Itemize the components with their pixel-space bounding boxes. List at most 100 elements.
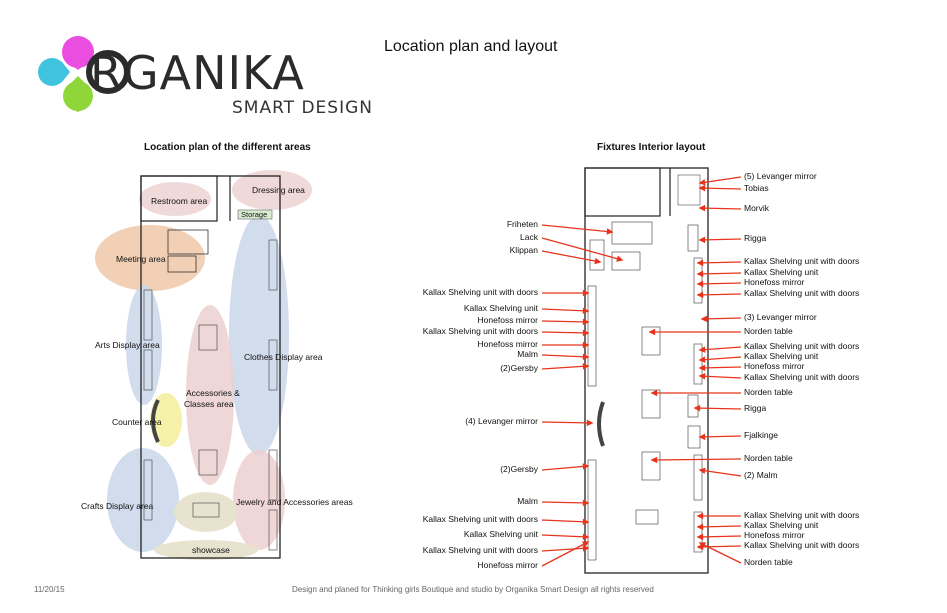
annotation-arrow [699, 207, 742, 210]
footer-date: 11/20/15 [34, 585, 65, 594]
arrow-head [698, 433, 706, 441]
annotation-arrow [541, 365, 589, 370]
slide-title: Location plan and layout [384, 38, 558, 55]
left-floor-plan [95, 170, 312, 560]
fixture-label: Honefoss mirror [477, 339, 538, 349]
arrow-head [594, 257, 602, 265]
area-label-showcase: showcase [192, 545, 230, 555]
annotation-arrow [699, 542, 742, 564]
fixture-label: Friheten [506, 219, 538, 229]
arrow-head [698, 364, 706, 372]
fixture-label: Norden table [744, 453, 793, 463]
zone-counter [150, 393, 182, 447]
annotation-arrow [541, 465, 589, 471]
fixture-label: Kallax Shelving unit [463, 303, 538, 313]
annotation-arrow [541, 250, 601, 263]
zone-meeting [95, 225, 205, 291]
arrow-head [582, 329, 590, 337]
arrow-head [582, 318, 590, 326]
arrow-head [582, 499, 590, 507]
zone-jewelry [233, 450, 285, 550]
fixture-label: Kallax Shelving unit with doors [422, 514, 538, 524]
fixture-label: Malm [517, 349, 538, 359]
fixture-label: Kallax Shelving unit with doors [744, 540, 860, 550]
area-label-accessories-2: Classes area [184, 399, 234, 409]
fixture-label: Kallax Shelving unit with doors [744, 288, 860, 298]
area-label-jewelry: Jewelry and Accessories areas [236, 497, 353, 507]
arrow-head [582, 545, 590, 552]
annotation-arrow [697, 293, 742, 296]
fixture-label: Honefoss mirror [744, 361, 805, 371]
fixture-label: Kallax Shelving unit with doors [744, 510, 860, 520]
fixture-label: Honefoss mirror [477, 315, 538, 325]
left-plan-title: Location plan of the different areas [144, 142, 311, 153]
arrow-head [696, 533, 704, 541]
area-label-meeting: Meeting area [116, 254, 166, 264]
logo-tagline: SMART DESIGN [232, 98, 373, 118]
area-label-accessories-1: Accessories & [186, 388, 240, 398]
annotation-arrow [541, 541, 589, 567]
fixture-label: (2)Gersby [500, 363, 538, 373]
area-label-crafts: Crafts Display area [81, 501, 154, 511]
arrow-head [698, 184, 706, 192]
fixture-label: (3) Levanger mirror [744, 312, 817, 322]
arrow-head [696, 280, 704, 288]
area-label-clothes: Clothes Display area [244, 352, 323, 362]
arrow-head [698, 373, 706, 380]
fixture-label: (5) Levanger mirror [744, 171, 817, 181]
fixture-label: Kallax Shelving unit [463, 529, 538, 539]
fixture-label: Norden table [744, 387, 793, 397]
arrow-head [582, 353, 590, 360]
annotation-arrow [694, 407, 742, 410]
fixture-label: Morvik [744, 203, 770, 213]
fixture-label: Honefoss mirror [744, 277, 805, 287]
annotation-arrow [541, 534, 589, 538]
fixture-label: Malm [517, 496, 538, 506]
annotation-arrow [541, 421, 593, 424]
fixture-label: (4) Levanger mirror [465, 416, 538, 426]
fixture-label: Norden table [744, 557, 793, 567]
arrow-head [696, 259, 704, 267]
logo-mark [38, 36, 130, 112]
zone-dressing [232, 170, 312, 210]
arrow-head [606, 228, 614, 235]
annotation-arrow [697, 272, 742, 275]
annotation-arrow [541, 237, 623, 261]
fixture-label: Honefoss mirror [477, 560, 538, 570]
annotation-arrow [699, 469, 742, 477]
annotation-arrow [699, 187, 742, 190]
right-floor-plan [584, 167, 709, 574]
arrow-head [582, 533, 590, 540]
fixture-label: Kallax Shelving unit with doors [422, 326, 538, 336]
annotation-arrow [699, 435, 742, 438]
annotation-arrow [697, 545, 742, 548]
fixture-label: (2) Malm [744, 470, 778, 480]
zone-clothes [229, 215, 289, 455]
fixture-label: Kallax Shelving unit with doors [744, 256, 860, 266]
arrow-head [698, 236, 706, 244]
fixture-label: Kallax Shelving unit [744, 267, 819, 277]
arrow-head [650, 389, 658, 397]
area-label-storage: Storage [241, 210, 268, 219]
annotation-arrow [541, 331, 589, 334]
arrow-head [698, 356, 706, 363]
annotation-arrow [699, 375, 742, 379]
annotation-arrow [699, 366, 742, 369]
arrow-head [696, 270, 704, 278]
arrow-head [698, 346, 706, 353]
area-label-restroom: Restroom area [151, 196, 208, 206]
fixture-label: Kallax Shelving unit with doors [422, 545, 538, 555]
fixture-label: Rigga [744, 403, 767, 413]
zone-showcase [174, 492, 238, 532]
zone-restroom [139, 182, 211, 216]
arrow-head [698, 204, 706, 212]
arrow-head [698, 467, 706, 474]
arrow-head [582, 518, 590, 525]
area-label-dressing: Dressing area [252, 185, 305, 195]
arrow-head [696, 523, 704, 531]
arrow-head [582, 363, 590, 370]
fixture-label: Kallax Shelving unit [744, 520, 819, 530]
annotation-arrow [699, 356, 742, 361]
annotation-arrow [697, 535, 742, 538]
